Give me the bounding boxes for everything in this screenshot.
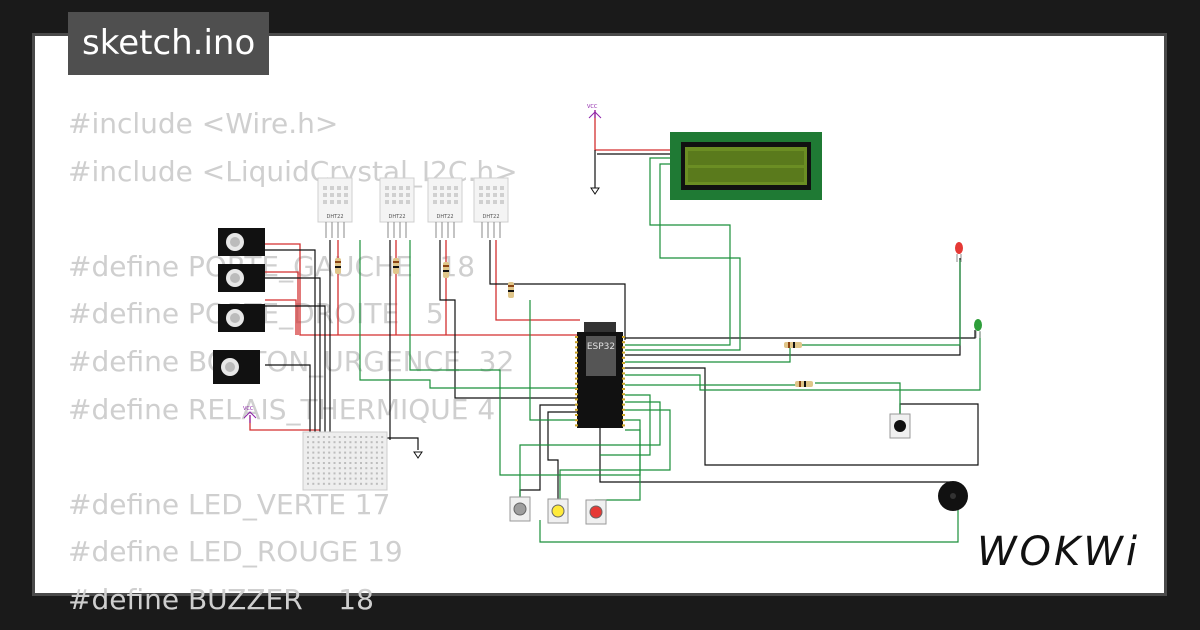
vcc-label: VCC — [587, 104, 598, 110]
rotary-encoder[interactable] — [213, 350, 260, 384]
led-red[interactable] — [955, 242, 963, 262]
mcu-label: ESP32 — [587, 342, 615, 352]
file-tab[interactable]: sketch.ino — [68, 12, 270, 75]
resistor[interactable] — [508, 282, 514, 298]
dht22-sensor[interactable]: DHT22 — [317, 177, 353, 238]
svg-text:VCC: VCC — [243, 406, 254, 412]
led-green[interactable] — [974, 319, 982, 338]
buzzer[interactable] — [938, 481, 968, 511]
svg-text:DHT22: DHT22 — [388, 214, 405, 220]
pushbutton-grey[interactable] — [509, 496, 531, 522]
resistors — [335, 258, 813, 387]
svg-text:DHT22: DHT22 — [482, 214, 499, 220]
dht22-sensor[interactable]: DHT22 — [427, 177, 463, 238]
resistor[interactable] — [784, 342, 802, 348]
resistor[interactable] — [335, 258, 341, 274]
svg-text:WOKWi: WOKWi — [977, 529, 1140, 575]
code-line: #include <LiquidCrystal_I2C.h> — [68, 154, 518, 188]
code-line: #include <Wire.h> — [68, 107, 339, 140]
resistor[interactable] — [795, 381, 813, 387]
dht22-sensor[interactable]: DHT22 — [379, 177, 415, 238]
rotary-encoder[interactable] — [218, 264, 265, 292]
signal-wires — [359, 157, 981, 543]
rotary-encoders — [213, 228, 265, 384]
code-line: #define RELAIS_THERMIQUE 4 — [68, 392, 496, 426]
wokwi-logo: WOKWi — [977, 529, 1140, 575]
ground-symbol — [413, 451, 423, 459]
code-line: #define LED_ROUGE 19 — [68, 535, 403, 569]
pushbutton-red[interactable] — [585, 499, 607, 525]
resistor[interactable] — [393, 258, 399, 274]
rotary-encoder[interactable] — [218, 304, 265, 332]
svg-text:DHT22: DHT22 — [436, 214, 453, 220]
pushbutton-yellow[interactable] — [547, 498, 569, 524]
lcd-display[interactable] — [670, 132, 822, 200]
pushbutton-urgence[interactable] — [889, 413, 911, 439]
rotary-encoder[interactable] — [218, 228, 265, 256]
code-line: #define BUZZER 18 — [68, 582, 374, 616]
resistor[interactable] — [443, 262, 449, 278]
vcc-symbol-2: VCC — [243, 406, 257, 423]
dht22-sensors: DHT22 DHT22 DHT22 DHT22 — [317, 177, 509, 238]
esp32-board[interactable]: ESP32 — [575, 322, 625, 428]
ground-symbol — [590, 187, 600, 195]
code-line: #define LED_VERTE 17 — [68, 487, 391, 521]
svg-text:DHT22: DHT22 — [326, 214, 343, 220]
vcc-symbol: VCC — [587, 104, 602, 119]
dht22-sensor[interactable]: DHT22 — [473, 177, 509, 238]
breadboard[interactable] — [302, 431, 388, 491]
